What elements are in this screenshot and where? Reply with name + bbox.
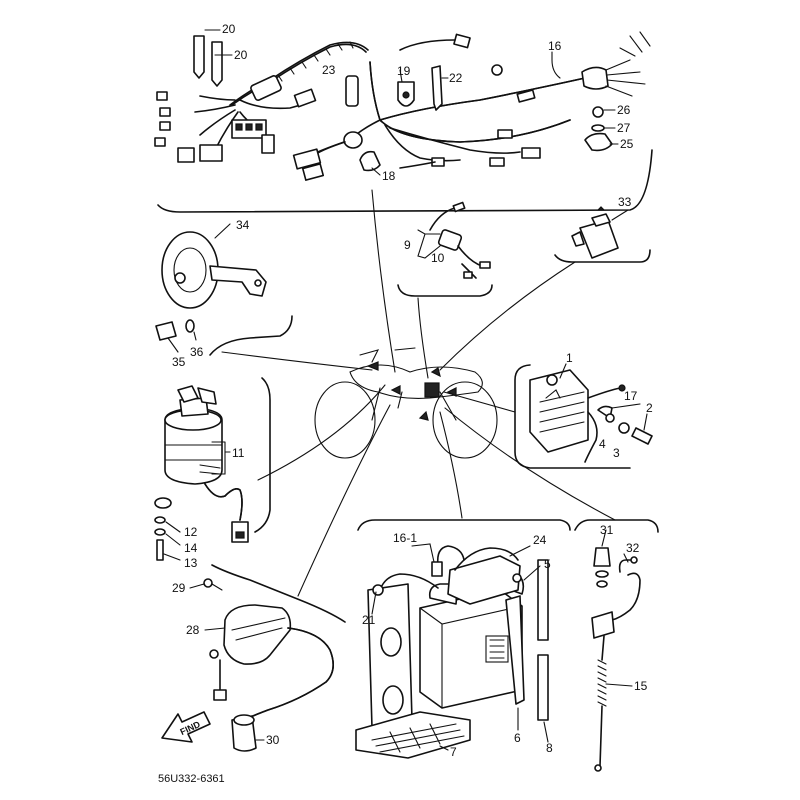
plate-icon [154,497,172,509]
clamp-18-icon [359,150,381,172]
horn-bracket-icon [209,265,267,297]
label-28: 28 [186,623,200,637]
label-8: 8 [546,741,553,755]
label-12: 12 [184,525,198,539]
label-34: 34 [236,218,250,232]
label-23: 23 [322,63,336,77]
label-9: 9 [404,238,411,252]
horn-icon [161,231,219,309]
cord-assembly [429,201,491,279]
harness-small-parts [193,35,613,172]
label-36: 36 [190,345,204,359]
wire-harness-icon [154,31,651,181]
label-13: 13 [184,556,198,570]
battery-assembly [355,545,549,759]
label-30: 30 [266,733,280,747]
central-unit-icon [424,382,440,398]
washer-4-icon [605,413,615,423]
label-2: 2 [646,401,653,415]
label-19: 19 [397,64,411,78]
coupler-22-icon [431,65,443,111]
find-arrow-icon: FIND [161,711,211,743]
cable-switch-icon [591,611,615,639]
drawing-code: 56U332-6361 [158,773,225,785]
motorcycle-silhouette [314,347,498,459]
part-labels: 20 20 23 19 22 16 26 27 25 18 33 9 10 34… [172,22,653,759]
breather-hose-8-upper [537,559,549,641]
band-20b-icon [211,41,223,87]
label-33: 33 [618,195,632,209]
bolt-29-icon [203,578,213,588]
terminal-ring-icon [491,64,503,76]
label-11: 11 [232,446,245,460]
label-25: 25 [620,137,634,151]
band-20a-icon [193,35,205,79]
label-10: 10 [431,251,445,265]
label-1: 1 [566,351,573,365]
label-18: 18 [382,169,396,183]
bolt-35-icon [155,321,177,341]
battery-cover-icon [447,555,521,605]
label-24: 24 [533,533,547,547]
label-leaders [163,29,648,751]
bolt-2-icon [631,427,653,445]
main-switch-assembly [154,385,249,561]
label-20b: 20 [234,48,248,62]
label-15: 15 [634,679,648,693]
label-3: 3 [613,446,620,460]
label-14: 14 [184,541,198,555]
label-31: 31 [600,523,614,537]
horn-assembly [155,231,267,341]
label-4: 4 [599,437,606,451]
rectifier-icon [529,369,589,453]
nut-3-icon [618,422,630,434]
fuse-holder-icon [437,229,463,251]
label-26: 26 [617,103,631,117]
label-35: 35 [172,355,186,369]
washer-14-icon [154,528,166,536]
label-29: 29 [172,581,186,595]
label-16-1: 16-1 [393,531,417,545]
label-22: 22 [449,71,463,85]
washer-27-icon [591,124,605,132]
label-21: 21 [362,613,376,627]
vent-pipe-icon [505,595,525,705]
bolt-13-icon [156,539,164,561]
bolt-26-icon [592,106,604,118]
ignition-coil-assembly [203,578,334,752]
tube-23-icon [345,75,359,107]
section-brackets [157,149,659,623]
washer-36-icon [185,319,195,333]
relay-33-icon [571,206,619,259]
label-17: 17 [624,389,638,403]
label-20a: 20 [222,22,236,36]
switch-31-icon [593,547,611,567]
label-27: 27 [617,121,631,135]
label-16: 16 [548,39,562,53]
label-6: 6 [514,731,521,745]
label-5: 5 [544,557,551,571]
label-32: 32 [626,541,640,555]
washer-12-icon [154,516,166,524]
rectifier-assembly [529,369,653,463]
label-7: 7 [450,745,457,759]
part-25-icon [584,132,613,152]
breather-hose-8-lower [537,654,549,721]
leader-lines [221,189,616,597]
switch-cable-assembly [591,547,641,772]
gasket-icon [595,570,609,578]
